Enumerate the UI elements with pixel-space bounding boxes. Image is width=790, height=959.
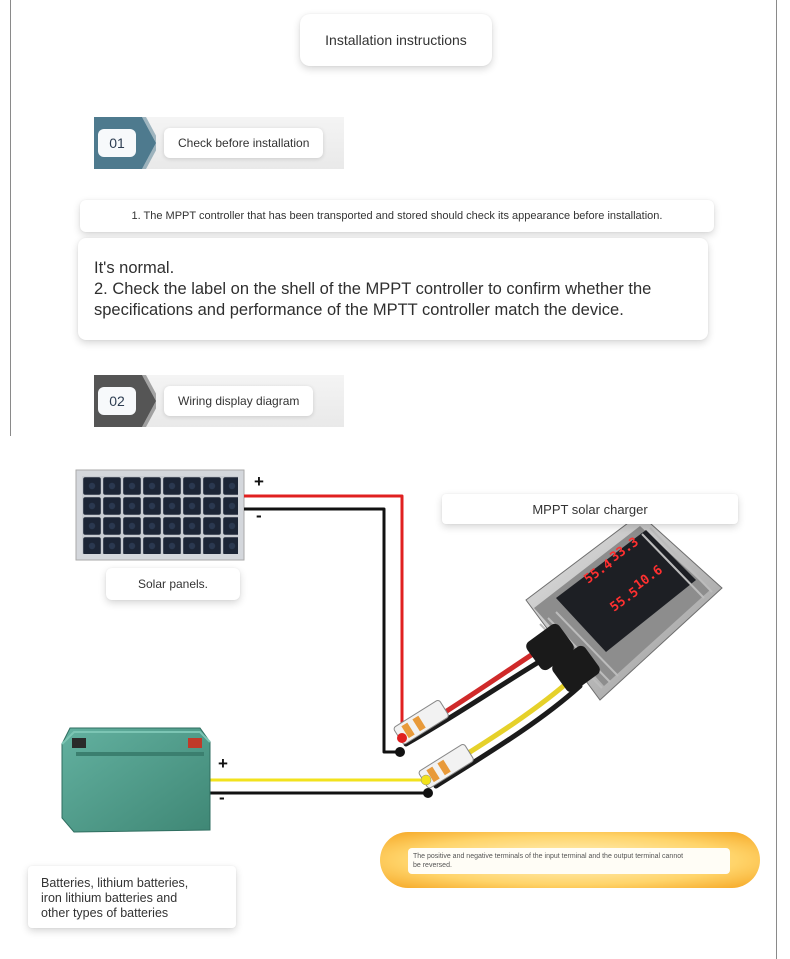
step-label: Check before installation: [164, 128, 324, 158]
controller-caption: MPPT solar charger: [442, 494, 738, 524]
battery-caption-line: other types of batteries: [41, 906, 169, 920]
frame-right-border: [776, 0, 777, 959]
page-title: Installation instructions: [300, 14, 492, 66]
battery-positive-label: +: [218, 754, 228, 773]
step-number: 02: [98, 387, 136, 415]
battery-caption-line: iron lithium batteries and: [41, 891, 178, 905]
panel-negative-label: -: [256, 506, 262, 525]
step-number: 01: [98, 129, 136, 157]
panel-positive-label: +: [254, 472, 264, 491]
solar-panel-caption: Solar panels.: [106, 568, 240, 600]
wiring-lines: [208, 494, 428, 795]
description-line: 2. Check the label on the shell of the M…: [94, 280, 652, 298]
warning-banner: The positive and negative terminals of t…: [380, 832, 760, 888]
description-line: It's normal.: [94, 259, 175, 277]
check-description: It's normal. 2. Check the label on the s…: [78, 238, 708, 340]
battery-caption-line: Batteries, lithium batteries,: [41, 876, 189, 890]
battery-icon: [61, 727, 211, 833]
frame-left-border: [10, 0, 11, 436]
mppt-controller-icon: [525, 513, 723, 701]
description-line: specifications and performance of the MP…: [94, 301, 624, 319]
battery-negative-label: -: [219, 788, 225, 807]
warning-text-box: The positive and negative terminals of t…: [408, 848, 730, 874]
warning-line: be reversed.: [413, 862, 452, 869]
solar-panel-icon: [75, 469, 245, 561]
lever-connector-icon: [393, 700, 474, 798]
wiring-diagram: 33.3 10.6 55.4 55.5: [61, 469, 723, 833]
check-note: 1. The MPPT controller that has been tra…: [80, 200, 714, 232]
step-header-wiring: 02 Wiring display diagram: [94, 375, 344, 427]
warning-line: The positive and negative terminals of t…: [413, 853, 684, 860]
step-label: Wiring display diagram: [164, 386, 314, 416]
battery-caption: Batteries, lithium batteries, iron lithi…: [28, 866, 236, 928]
step-header-check: 01 Check before installation: [94, 117, 344, 169]
